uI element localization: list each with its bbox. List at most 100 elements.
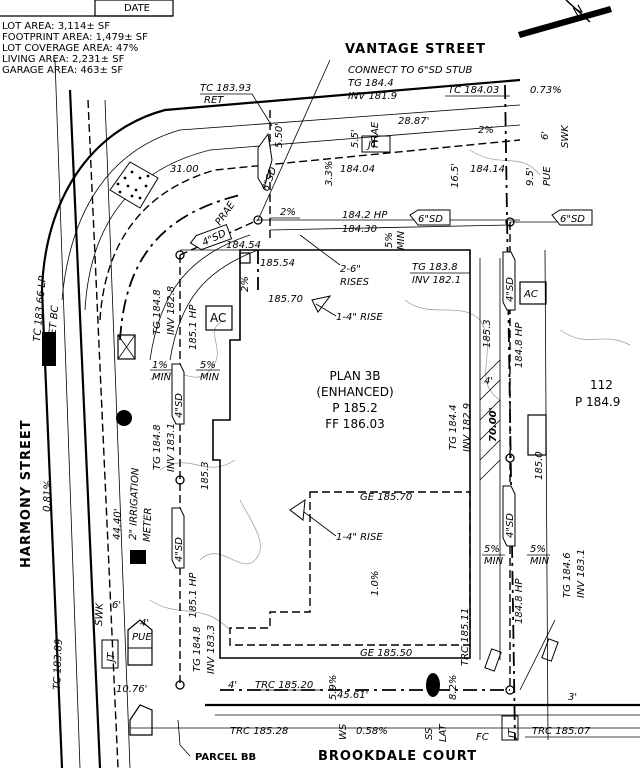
label-4sd-d: 4"SD xyxy=(505,277,516,302)
garage-area: GARAGE AREA: 463± SF xyxy=(2,65,123,76)
label-pct-59: 5.9% xyxy=(328,675,339,700)
label-min-d2: MIN xyxy=(530,556,550,567)
living-area: LIVING AREA: 2,231± SF xyxy=(2,54,125,65)
label-prae-b: PRAE xyxy=(213,199,237,227)
label-el-185-3b: 185.3 xyxy=(482,319,493,348)
label-rises-2: RISES xyxy=(340,277,370,288)
rotated-annotations: 5.5' PRAE 6' SWK 5.50' 3.3% 16.5' 9.5' P… xyxy=(32,121,587,742)
label-lat: LAT xyxy=(438,723,449,742)
label-el-4: 184.54 xyxy=(226,240,261,251)
label-dim-95: 9.5' xyxy=(525,167,536,186)
harmony-street-lines xyxy=(40,59,521,768)
label-jt: JT xyxy=(366,140,378,151)
footprint-area: FOOTPRINT AREA: 1,479± SF xyxy=(2,32,148,43)
lot-lines xyxy=(130,84,640,741)
label-dim-31: 31.00 xyxy=(170,164,199,175)
date-label: DATE xyxy=(124,3,150,14)
street-bottom: BROOKDALE COURT xyxy=(318,749,477,764)
label-min-5: 5% xyxy=(200,360,216,371)
label-tc: TC 183.93 xyxy=(200,83,251,94)
label-el-5: 185.54 xyxy=(260,258,295,269)
label-jt-b: JT xyxy=(106,652,117,664)
parcel-label: PARCEL BB xyxy=(195,752,256,763)
label-inv-c: INV 183.3 xyxy=(206,625,217,674)
label-trc-b: TRC 185.28 xyxy=(230,726,288,737)
north-arrow: N xyxy=(518,0,612,38)
label-trc-185-11: TRC 185.11 xyxy=(460,608,471,666)
label-inv-2: INV 182.1 xyxy=(412,275,461,286)
lot-coverage: LOT COVERAGE AREA: 47% xyxy=(2,43,138,54)
neighbor-lot: 112 xyxy=(590,378,613,392)
utility-symbols xyxy=(42,295,559,736)
house-label: PLAN 3B (ENHANCED) P 185.2 FF 186.03 xyxy=(316,369,393,431)
label-hp-184-8a: 184.8 HP xyxy=(514,322,525,368)
label-dim-55: 5.5' xyxy=(350,129,361,148)
label-pct-10: 1.0% xyxy=(370,571,381,596)
label-inv-183-1b: INV 183.1 xyxy=(576,549,587,598)
label-hp-b: 185.1 HP xyxy=(188,572,199,618)
lot-area: LOT AREA: 3,114± SF xyxy=(2,21,110,32)
label-dim-550: 5.50' xyxy=(274,123,285,148)
label-hp-a: 185.1 HP xyxy=(188,304,199,350)
label-pue: PUE xyxy=(132,632,152,643)
label-pct-82: 8.2% xyxy=(448,675,459,700)
label-4sd-b: 4"SD xyxy=(174,393,185,418)
label-swk: SWK xyxy=(560,124,571,148)
label-min-c: 5% xyxy=(484,544,500,555)
house-pad: P 185.2 xyxy=(332,401,377,415)
house-footprint xyxy=(117,249,547,660)
connect-note: CONNECT TO 6"SD STUB xyxy=(348,65,473,76)
label-swk-b: SWK xyxy=(94,602,106,627)
house-plan: PLAN 3B xyxy=(329,369,380,383)
label-tg-184-6: TG 184.6 xyxy=(562,552,573,598)
label-pct-2: 2% xyxy=(280,207,296,218)
label-ws: WS xyxy=(338,723,349,740)
label-dim-4440: 44.40' xyxy=(112,508,124,540)
title-block: DATE LOT AREA: 3,114± SF FOOTPRINT AREA:… xyxy=(0,0,174,76)
annotations: CONNECT TO 6"SD STUB TG 184.4 INV 181.9 … xyxy=(112,65,640,743)
label-slope-b: 0.58% xyxy=(356,726,388,737)
planter-hatch xyxy=(109,161,159,209)
label-irrigation: 2" IRRIGATION xyxy=(128,467,142,540)
label-dim-6: 6' xyxy=(112,600,121,611)
label-min-1: 1% xyxy=(152,360,168,371)
label-min: MIN xyxy=(396,230,407,250)
label-dim-4b: 4' xyxy=(228,680,237,691)
label-el-3: 184.30 xyxy=(342,224,377,235)
label-el-2: 184.14 xyxy=(470,164,505,175)
label-min-5b: MIN xyxy=(200,372,220,383)
label-rise-b: 1-4" RISE xyxy=(336,532,383,543)
label-pct-2c: 2% xyxy=(240,276,251,292)
label-el-185-3: 185.3 xyxy=(200,461,211,490)
neighbor-pad: P 184.9 xyxy=(575,395,620,409)
label-tg-b: TG 184.8 xyxy=(152,424,163,470)
label-trc: TRC 185.20 xyxy=(255,680,313,691)
label-dim-45: 45.61' xyxy=(337,690,368,701)
label-tg-mid: TG 184.4 xyxy=(448,404,459,450)
label-rises: 2-6" xyxy=(340,264,361,275)
label-slope-081: 0.81% xyxy=(42,480,54,512)
label-pue-2: PUE xyxy=(542,166,553,186)
label-rise: 1-4" RISE xyxy=(336,312,383,323)
label-min-d: 5% xyxy=(530,544,546,555)
joint-trench-boxes xyxy=(101,135,519,741)
label-tg-c: TG 184.8 xyxy=(192,626,203,672)
label-pct-33: 3.3% xyxy=(324,161,335,186)
label-tg-a: TG 184.8 xyxy=(152,289,163,335)
label-dim-3: 3' xyxy=(568,692,577,703)
label-sd6-b: 6"SD xyxy=(560,214,585,225)
sewer-lateral-icon xyxy=(426,673,440,697)
label-ss: SS xyxy=(424,727,435,740)
street-left: HARMONY STREET xyxy=(19,419,34,568)
label-el-6: 185.70 xyxy=(268,294,303,305)
label-min-c2: MIN xyxy=(484,556,504,567)
utility-box-icon xyxy=(130,550,146,564)
irrigation-meter-icon xyxy=(116,410,132,426)
label-pct: 2% xyxy=(478,125,494,136)
label-ge-b: GE 185.50 xyxy=(360,648,412,659)
label-inv-b: INV 183.1 xyxy=(166,423,177,472)
house-variant: (ENHANCED) xyxy=(316,385,393,399)
pipe-tags xyxy=(171,132,593,569)
label-dim: 28.87' xyxy=(398,116,429,127)
